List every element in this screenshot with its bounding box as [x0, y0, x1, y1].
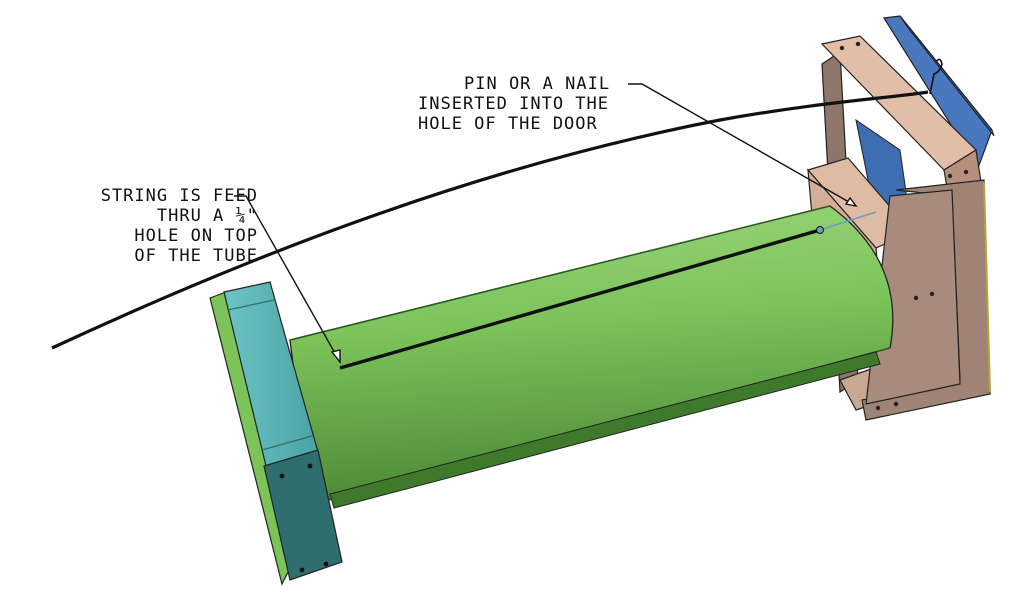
pin-callout-line-3: HOLE OF THE DOOR: [418, 114, 598, 134]
tube-hole: [816, 226, 824, 234]
string-to-door: [819, 211, 877, 231]
frame-screw-holes: [839, 41, 969, 411]
string-callout-line-2: THRU A ¼": [156, 206, 258, 226]
end-cap-front-face: [263, 449, 343, 581]
string-leader: [234, 195, 341, 363]
string-callout-line-4: OF THE TUBE: [134, 246, 258, 266]
pin-callout-line-2: INSERTED INTO THE: [418, 94, 609, 114]
string-outer: [51, 90, 929, 350]
string-callout-line-3: HOLE ON TOP: [134, 226, 258, 246]
string: [51, 58, 943, 370]
leader-lines: [234, 83, 858, 364]
tube-body: [289, 205, 894, 501]
pin-icon: [929, 58, 943, 95]
pin-leader: [628, 83, 857, 207]
string-callout: STRING IS FEED THRU A ¼" HOLE ON TOP OF …: [62, 186, 258, 266]
pin-callout-line-1: PIN OR A NAIL: [464, 74, 611, 94]
pin-callout: PIN OR A NAIL INSERTED INTO THE HOLE OF …: [418, 74, 610, 134]
end-cap-screw-holes: [279, 463, 329, 573]
string-on-tube: [339, 228, 821, 370]
pin-leader-arrow: [844, 196, 858, 208]
string-callout-line-1: STRING IS FEED: [100, 186, 258, 206]
door-panel-edge: [899, 15, 995, 137]
string-leader-arrow: [330, 349, 341, 364]
end-cap: [209, 281, 343, 586]
